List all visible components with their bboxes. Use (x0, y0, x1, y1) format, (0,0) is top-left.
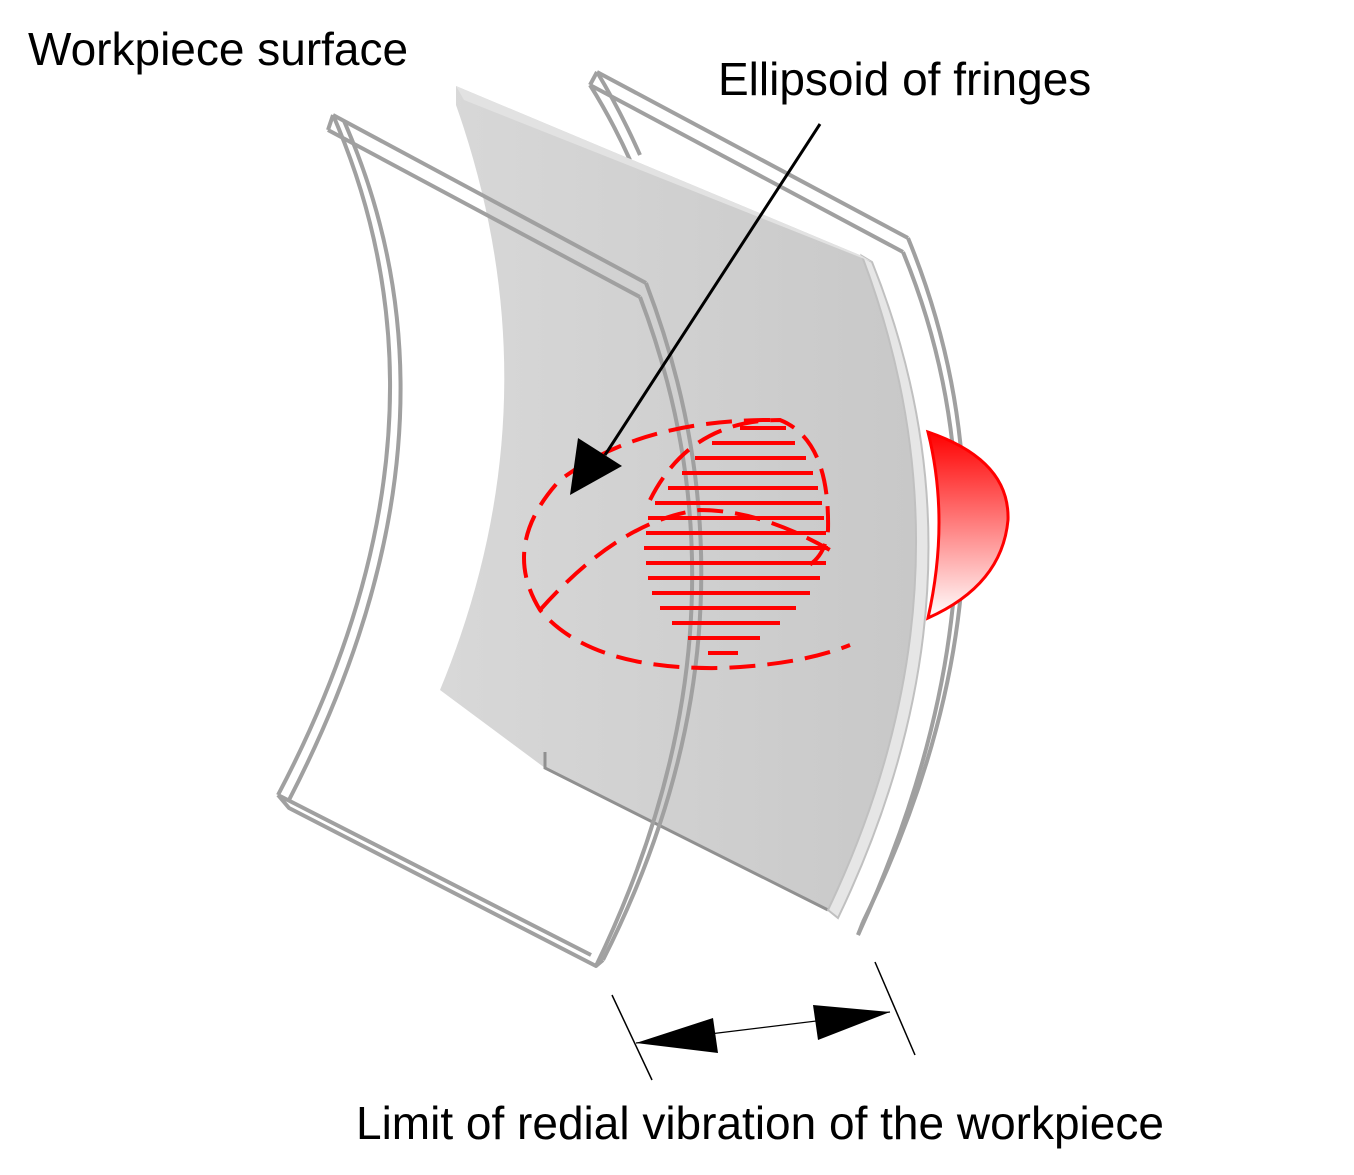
ellipsoid-of-fringes-label: Ellipsoid of fringes (718, 53, 1092, 105)
ellipsoid-pointer-arrow (570, 123, 822, 495)
front-limit-frame (276, 113, 704, 968)
ellipsoid-of-fringes (522, 417, 851, 671)
vibration-limit-label: Limit of redial vibration of the workpie… (356, 1097, 1164, 1149)
fringe-hatching (644, 426, 828, 655)
workpiece-surface (440, 86, 930, 920)
vibration-limit-dimension (611, 961, 916, 1081)
workpiece-surface-label: Workpiece surface (28, 23, 409, 75)
fringe-cap (925, 429, 1010, 621)
